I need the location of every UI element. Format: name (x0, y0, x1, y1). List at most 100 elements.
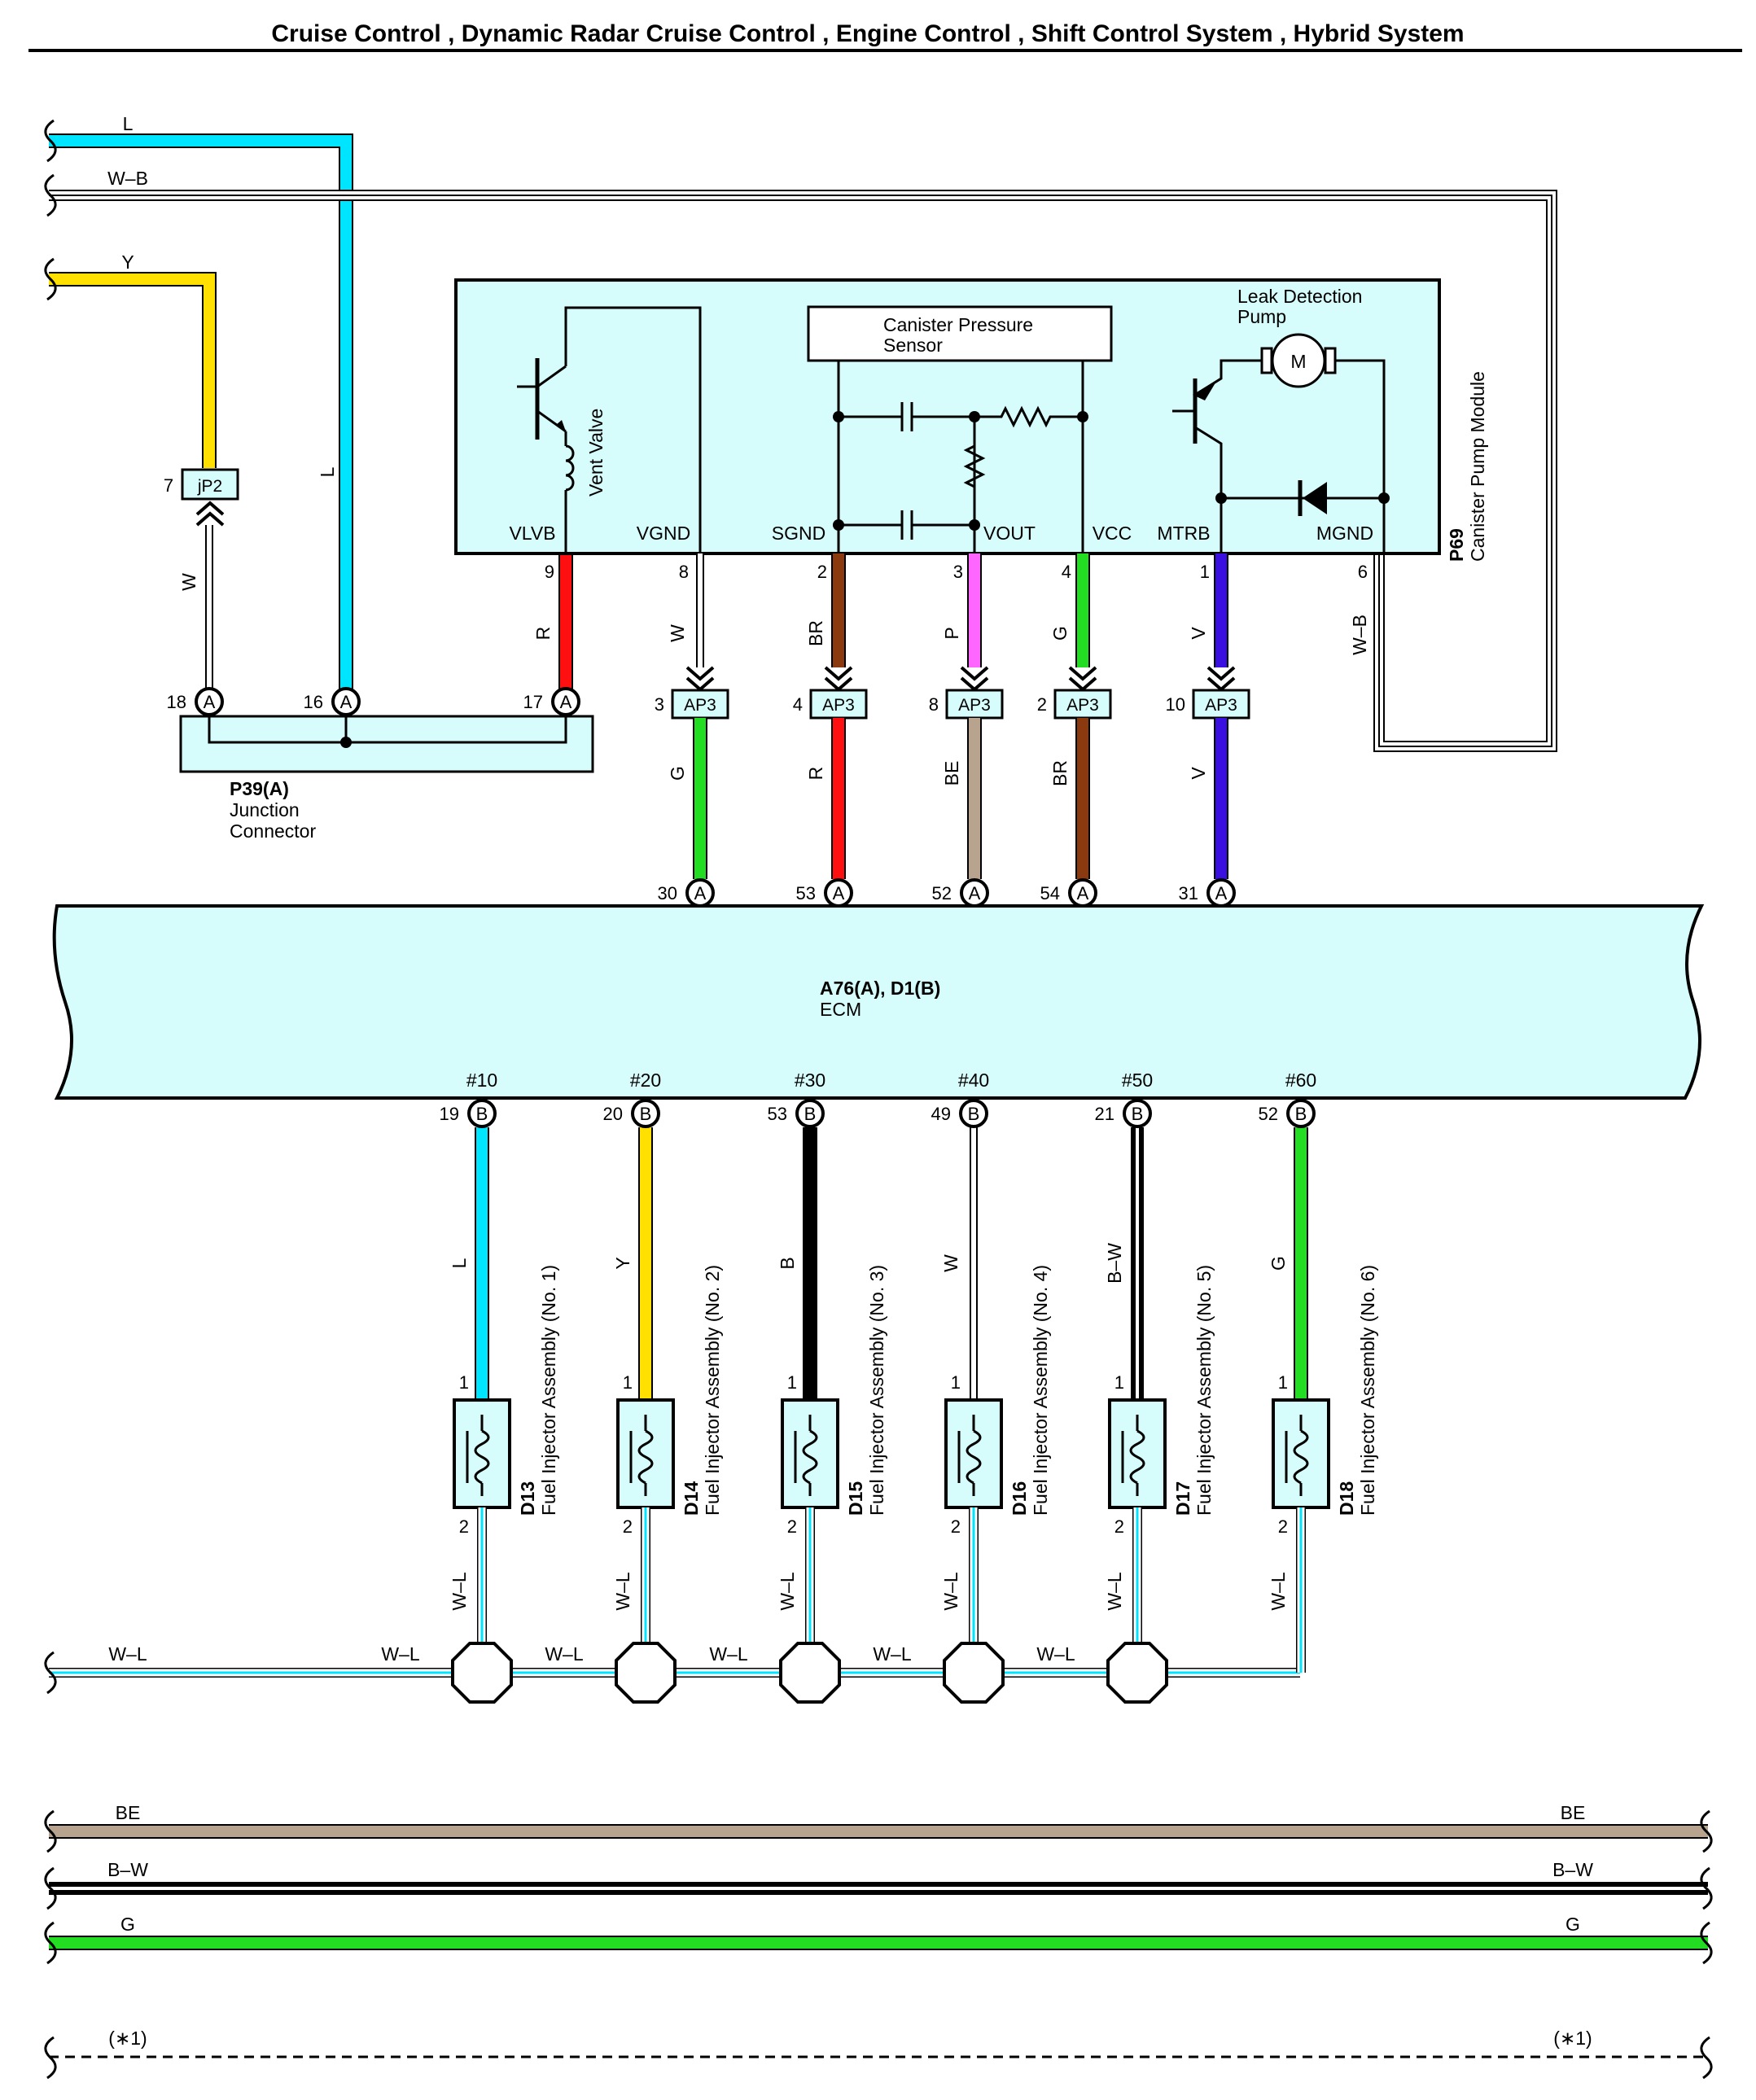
junction-connector (179, 715, 594, 773)
injector-ground-label: W–L (940, 1572, 961, 1611)
ecm-pin-52-letter: A (969, 883, 981, 903)
junction-pin-16-letter: A (340, 692, 353, 712)
module-terminal-vout: VOUT (983, 523, 1036, 544)
break-mark-left (44, 1809, 57, 1853)
module-pin-number: 9 (545, 562, 554, 582)
junction-pin-number: 18 (167, 692, 186, 712)
dashed-break-marks (44, 2036, 1713, 2080)
injector-pin1: 1 (787, 1372, 797, 1393)
ecm-pin-30-letter: A (694, 883, 707, 903)
wire-WB-return (49, 190, 1557, 752)
jp2-connector (181, 468, 239, 501)
injector-ground-label: W–L (449, 1572, 470, 1611)
ecm-pin-number: 20 (603, 1104, 623, 1124)
ecm-pin-number: 53 (768, 1104, 787, 1124)
module-terminal-mtrb: MTRB (1157, 523, 1210, 544)
wire-label-W-jp2: W (178, 573, 199, 591)
injector-coil-icon (1285, 1415, 1309, 1496)
injector-coil-icon (794, 1415, 818, 1496)
module-wire-label: G (1049, 626, 1071, 641)
injector-id: D13 (517, 1481, 538, 1516)
module-pin-number: 4 (1062, 562, 1071, 582)
injector-ecm-label: #10 (466, 1070, 497, 1091)
break-mark-left (44, 1866, 57, 1910)
injector-wire-label: B–W (1104, 1243, 1125, 1284)
module-wire-label: R (532, 627, 554, 641)
injector-pin2: 2 (623, 1516, 633, 1537)
ecm-pin-number: 54 (1040, 883, 1060, 903)
module-pin-number: 3 (953, 562, 963, 582)
diode-icon (1303, 482, 1327, 514)
module-pin-number: 1 (1200, 562, 1210, 582)
dashed-left-label: (∗1) (108, 2028, 147, 2049)
wire-label-Y: Y (121, 252, 134, 273)
wire-L-top (49, 133, 353, 698)
injector-pin2: 2 (459, 1516, 469, 1537)
injector-pin1: 1 (623, 1372, 633, 1393)
injector-pin2: 2 (951, 1516, 961, 1537)
sensor-line2: Sensor (883, 335, 943, 356)
ap3-pin: 3 (655, 694, 664, 715)
pump-line1: Leak Detection (1237, 286, 1362, 307)
pass-wire-left-label: BE (116, 1802, 141, 1823)
ground-bus-segment-label: W–L (381, 1643, 420, 1665)
ecm-pin-number: 53 (796, 883, 816, 903)
module-terminal-vcc: VCC (1093, 523, 1132, 544)
injector-pin2: 2 (1278, 1516, 1288, 1537)
ecm-pin-number: 52 (932, 883, 952, 903)
pass-wire-left-label: B–W (107, 1859, 148, 1880)
injector-name: Fuel Injector Assembly (No. 5) (1193, 1265, 1215, 1516)
ap3-pin: 4 (793, 694, 803, 715)
ap3-label: AP3 (1066, 696, 1099, 715)
injector-pin2: 2 (787, 1516, 797, 1537)
injector-name: Fuel Injector Assembly (No. 4) (1030, 1265, 1051, 1516)
ecm-pin-b52 (1286, 1099, 1316, 1128)
injector-ground-label: W–L (612, 1572, 633, 1611)
injector-pin1: 1 (459, 1372, 469, 1393)
ecm-pin-b21-letter: B (1132, 1104, 1144, 1124)
ground-bus-segment-label: W–L (873, 1643, 912, 1665)
module-terminal-sgnd: SGND (772, 523, 825, 544)
ecm-wire-label: BE (941, 761, 962, 786)
ap3-chevron-icon (960, 666, 989, 692)
splice-point (615, 1642, 677, 1704)
injector-pin1: 1 (1114, 1372, 1124, 1393)
ap3-chevron-icon (685, 666, 715, 692)
injector-coil-icon (629, 1415, 654, 1496)
ground-bus-segment-label: W–L (1036, 1643, 1075, 1665)
dashed-right-label: (∗1) (1553, 2028, 1592, 2049)
injector-id: D16 (1009, 1481, 1030, 1516)
ecm-wire-label: G (667, 766, 688, 781)
module-id: P69 (1446, 528, 1467, 562)
injector-name: Fuel Injector Assembly (No. 1) (538, 1265, 559, 1516)
injector-coil-icon (466, 1415, 490, 1496)
wire-Y-top (49, 272, 217, 468)
motor-icon (1271, 333, 1326, 388)
junction-pin-17-letter: A (560, 692, 572, 712)
injector-id: D18 (1336, 1481, 1357, 1516)
injector-wire-label: L (449, 1258, 470, 1268)
injector-name: Fuel Injector Assembly (No. 3) (866, 1265, 887, 1516)
junction-pin-18-letter: A (204, 692, 216, 712)
pass-wire-right-label: B–W (1552, 1859, 1593, 1880)
injector-ground-label: W–L (777, 1572, 798, 1611)
sensor-line1: Canister Pressure (883, 314, 1033, 335)
injector-name: Fuel Injector Assembly (No. 6) (1357, 1265, 1378, 1516)
ap3-label: AP3 (1205, 696, 1237, 715)
ecm-pin-b20-letter: B (640, 1104, 652, 1124)
injector-ecm-label: #50 (1122, 1070, 1153, 1091)
ecm-pin-b53 (795, 1099, 825, 1128)
ap3-chevron-icon (1206, 666, 1236, 692)
pass-wire-right-label: G (1566, 1914, 1580, 1935)
injector-id: D15 (845, 1481, 866, 1516)
ap3-label: AP3 (684, 696, 716, 715)
module-pin-number: 8 (679, 562, 689, 582)
injector-id: D14 (681, 1481, 702, 1516)
junction-pin-18 (195, 687, 224, 716)
ecm-pin-number: 31 (1179, 883, 1198, 903)
junction-pin-17 (551, 687, 580, 716)
injector-wire-label: Y (612, 1257, 633, 1269)
module-wire-label: W–B (1349, 615, 1370, 655)
injector-coil-icon (957, 1415, 982, 1496)
pump-line2: Pump (1237, 306, 1286, 327)
